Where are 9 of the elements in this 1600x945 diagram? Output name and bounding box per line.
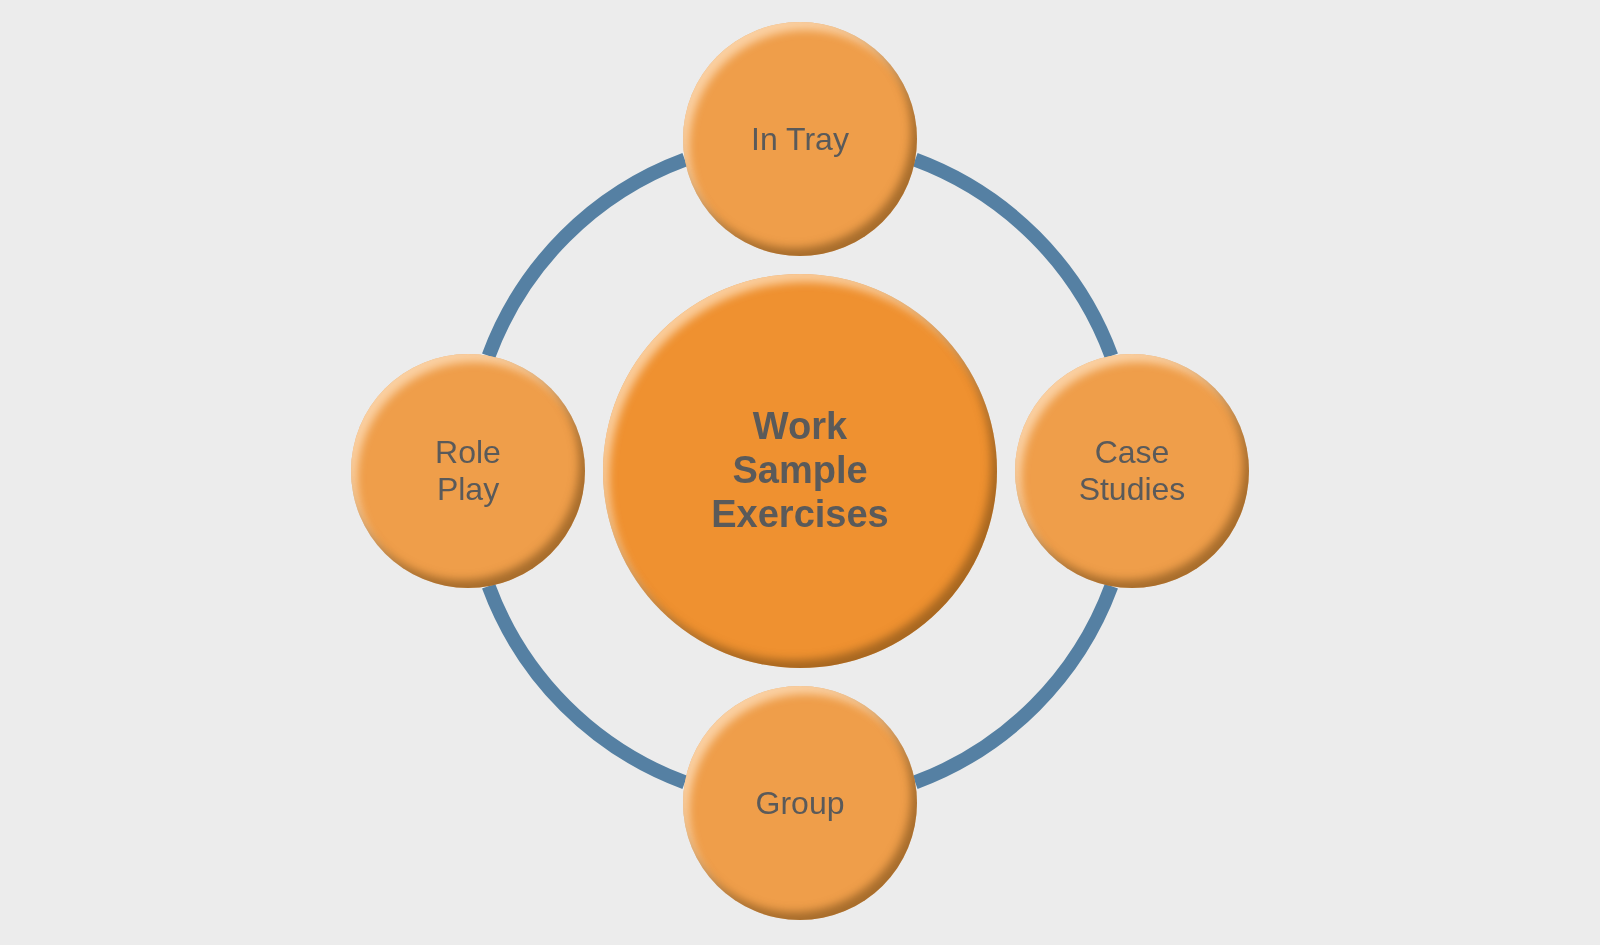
ring-arc [482, 153, 688, 359]
ring-arc [912, 153, 1118, 359]
node-label: Role Play [434, 434, 502, 508]
node-label: Case Studies [1077, 434, 1187, 508]
ring-arc [912, 583, 1118, 789]
node-label: Group [755, 784, 845, 822]
node-label: In Tray [751, 120, 849, 158]
ring-arc [482, 583, 688, 789]
node-label: Work Sample Exercises [710, 405, 890, 537]
